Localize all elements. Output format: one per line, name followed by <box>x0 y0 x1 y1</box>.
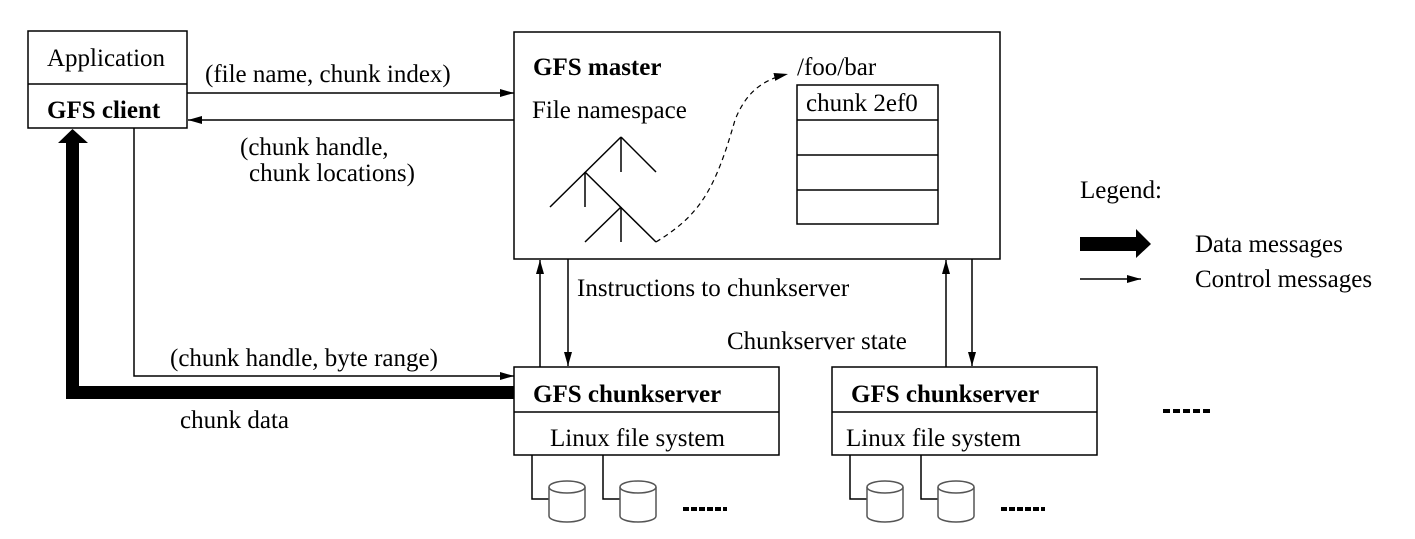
chunkserver-2: GFS chunkserver Linux file system <box>831 366 1098 523</box>
linux-fs-label: Linux file system <box>846 425 1022 452</box>
disk-icon <box>548 480 586 523</box>
request-label: (file name, chunk index) <box>205 61 451 88</box>
client-box: Application GFS client <box>27 30 188 129</box>
reply-label-line1: (chunk handle, <box>240 134 389 161</box>
namespace-label: File namespace <box>532 97 687 124</box>
gfs-client-label: GFS client <box>47 97 161 124</box>
master-title: GFS master <box>533 54 661 81</box>
state-label: Chunkserver state <box>727 328 907 355</box>
legend: Legend: Data messages Control messages <box>1080 177 1372 293</box>
disk-icon <box>937 480 975 523</box>
data-message-arrow-icon <box>1080 229 1151 258</box>
chunkserver-title: GFS chunkserver <box>533 381 721 408</box>
legend-data-label: Data messages <box>1195 231 1343 258</box>
chunkserver-title: GFS chunkserver <box>851 381 1039 408</box>
disk-icon <box>619 480 657 523</box>
linux-fs-label: Linux file system <box>550 425 726 452</box>
disk-icon <box>866 480 904 523</box>
namespace-tree-icon <box>549 136 657 243</box>
application-label: Application <box>47 45 166 72</box>
read-request-label: (chunk handle, byte range) <box>170 345 438 372</box>
master-box: GFS master File namespace /foo/bar chunk… <box>513 31 1001 260</box>
chunk-data-label: chunk data <box>180 407 289 434</box>
chunkserver-1: GFS chunkserver Linux file system <box>513 366 780 523</box>
reply-label-line2: chunk locations) <box>249 160 415 187</box>
instructions-label: Instructions to chunkserver <box>577 275 850 302</box>
chunk-entry: chunk 2ef0 <box>806 90 918 117</box>
legend-title: Legend: <box>1080 177 1162 204</box>
read-request-arrow <box>133 128 514 380</box>
legend-control-label: Control messages <box>1195 266 1372 293</box>
chunk-table: chunk 2ef0 <box>796 84 939 225</box>
file-path: /foo/bar <box>797 54 877 81</box>
